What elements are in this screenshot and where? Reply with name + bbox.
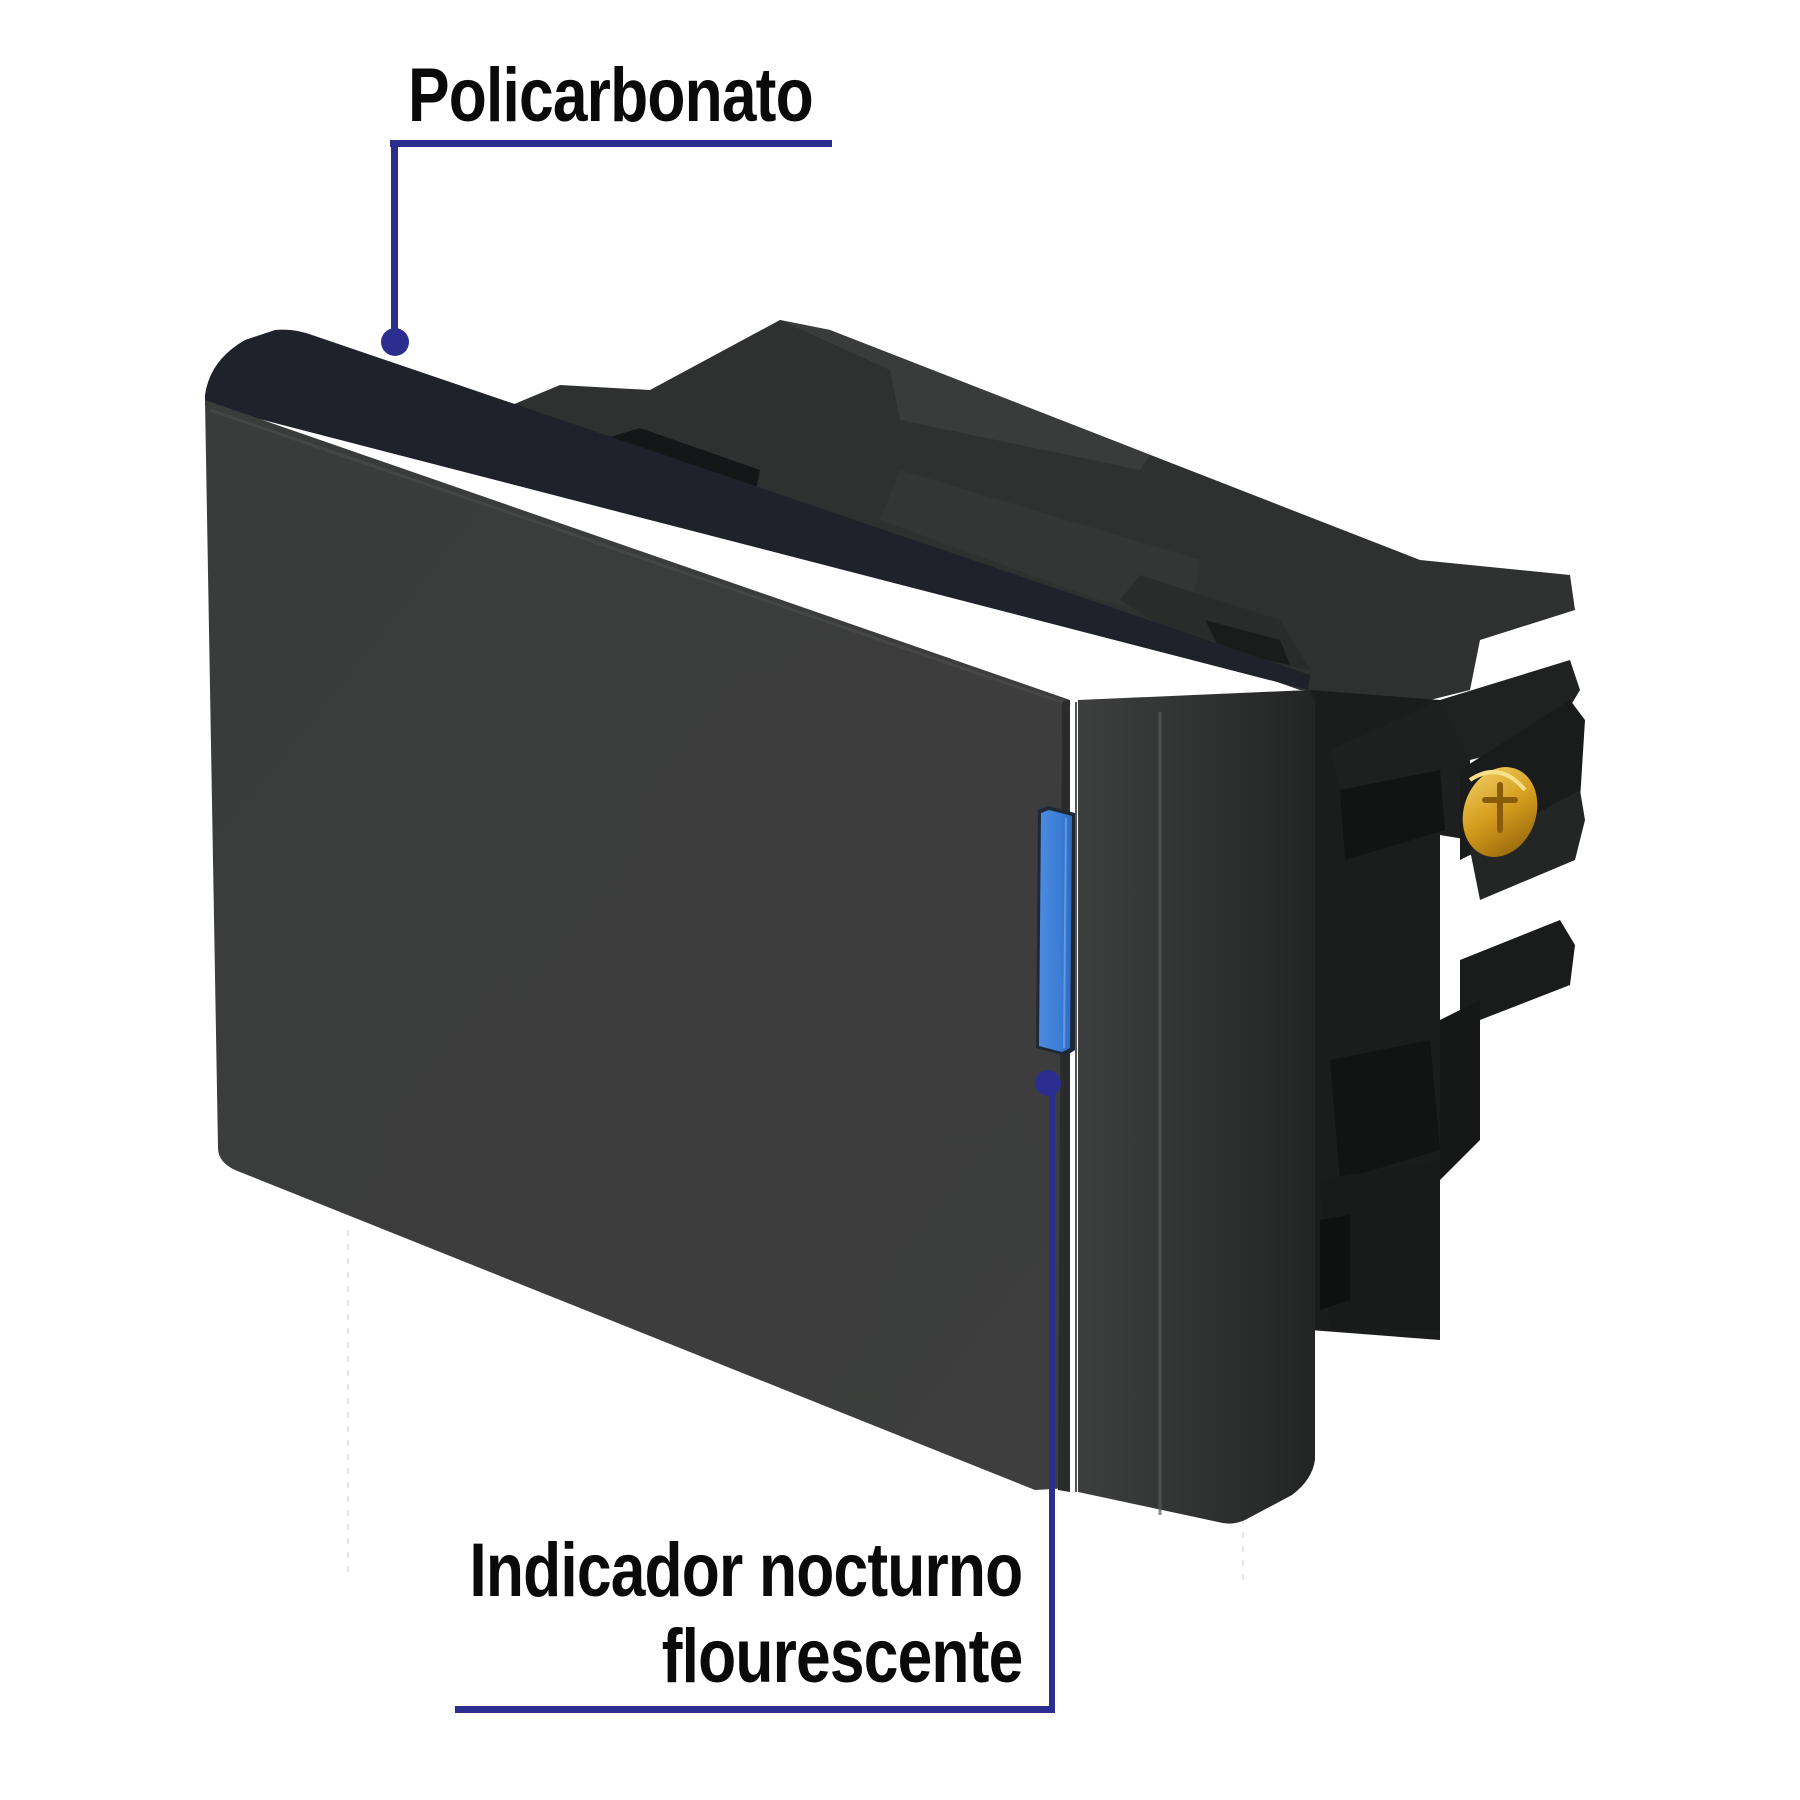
- rocker-front-face: [205, 400, 1070, 1490]
- terminal-screw-icon: [1462, 767, 1538, 857]
- callout-bottom-leader: [455, 1070, 1061, 1713]
- rocker-right-section: [1078, 690, 1315, 1524]
- callout-label-indicator-line2: flourescente: [661, 1613, 1023, 1699]
- callout-label-indicator-line1: Indicador nocturno: [468, 1528, 1023, 1613]
- rocker-top-rim: [205, 329, 1310, 690]
- callout-label-indicator: Indicador nocturno flourescente: [468, 1528, 1023, 1700]
- callout-top-leader: [381, 140, 832, 356]
- callout-label-policarbonato: Policarbonato: [408, 53, 814, 138]
- night-indicator-led: [1036, 806, 1075, 1056]
